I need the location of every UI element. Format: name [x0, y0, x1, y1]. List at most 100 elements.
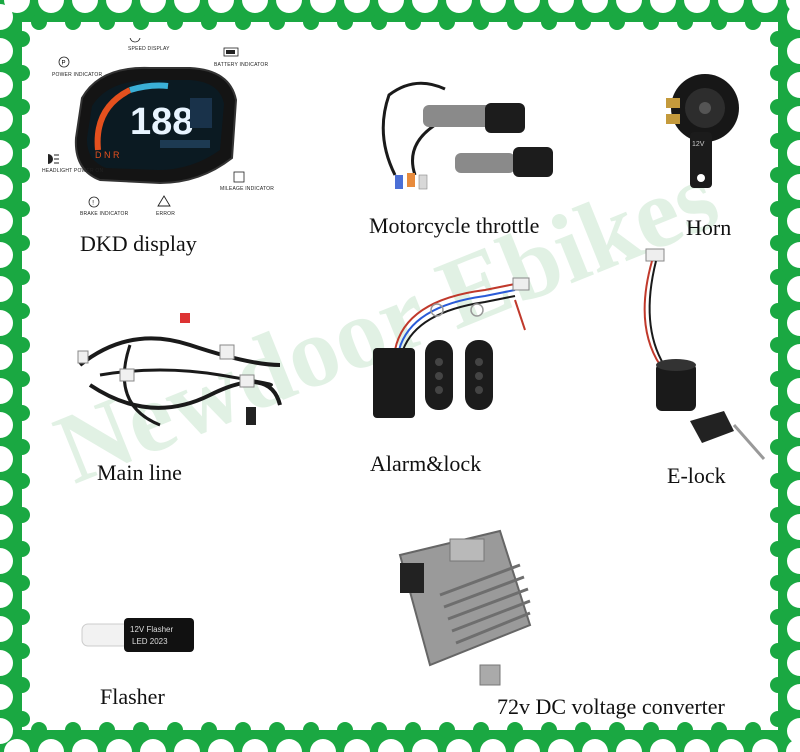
frame-inner-scallop — [770, 507, 786, 523]
frame-inner-scallop — [770, 167, 786, 183]
ignition-lock — [656, 363, 696, 411]
frame-inner-scallop — [14, 201, 30, 217]
frame-scallop — [0, 208, 13, 234]
frame-inner-scallop — [14, 235, 30, 251]
frame-scallop — [548, 0, 574, 13]
error-label: ERROR — [156, 211, 175, 217]
frame-scallop — [106, 739, 132, 752]
frame-scallop — [276, 739, 302, 752]
frame-scallop — [616, 0, 642, 13]
frame-scallop — [787, 548, 800, 574]
main-line-image — [77, 313, 282, 427]
throttle-grip-left — [423, 105, 493, 127]
frame-scallop — [787, 72, 800, 98]
brake-icon — [88, 196, 100, 208]
frame-inner-scallop — [770, 541, 786, 557]
frame-scallop — [140, 0, 166, 13]
frame-inner-scallop — [14, 31, 30, 47]
frame-scallop — [446, 739, 472, 752]
frame-scallop — [140, 739, 166, 752]
frame-inner-scallop — [507, 722, 523, 738]
frame-inner-scallop — [439, 722, 455, 738]
flasher-label-line2: LED 2023 — [132, 637, 168, 646]
frame-scallop — [787, 38, 800, 64]
battery-icon — [223, 47, 239, 57]
frame-inner-scallop — [541, 14, 557, 30]
caption-motorcycle-throttle: Motorcycle throttle — [369, 213, 540, 238]
frame-scallop — [310, 0, 336, 13]
frame-inner-scallop — [745, 722, 761, 738]
frame-scallop — [0, 412, 13, 438]
frame-scallop — [4, 739, 30, 752]
frame-inner-scallop — [14, 99, 30, 115]
odometer — [160, 140, 210, 148]
frame-inner-scallop — [643, 14, 659, 30]
frame-inner-scallop — [303, 14, 319, 30]
frame-scallop — [787, 140, 800, 166]
frame-scallop — [242, 739, 268, 752]
frame-scallop — [0, 276, 13, 302]
frame-scallop — [412, 739, 438, 752]
frame-inner-scallop — [643, 722, 659, 738]
frame-scallop — [787, 276, 800, 302]
frame-scallop — [0, 4, 13, 30]
headlight-label: HEADLIGHT POWER ON — [42, 168, 103, 174]
frame-scallop — [616, 739, 642, 752]
frame-scallop — [446, 0, 472, 13]
frame-inner-scallop — [770, 575, 786, 591]
frame-scallop — [0, 446, 13, 472]
frame-scallop — [582, 0, 608, 13]
throttle-grip-right — [455, 153, 515, 173]
headlight-icon — [48, 154, 59, 164]
frame-scallop — [242, 0, 268, 13]
frame-scallop — [0, 72, 13, 98]
frame-scallop — [38, 0, 64, 13]
horn-bracket — [690, 132, 712, 188]
frame-scallop — [718, 0, 744, 13]
flasher-label-line1: 12V Flasher — [130, 625, 173, 634]
speed-icon — [129, 38, 141, 43]
frame-inner-scallop — [405, 14, 421, 30]
frame-scallop — [0, 174, 13, 200]
frame-inner-scallop — [14, 65, 30, 81]
frame-scallop — [0, 616, 13, 642]
frame-scallop — [0, 582, 13, 608]
power-indicator-label: POWER INDICATOR — [52, 72, 103, 78]
mileage-label: MILEAGE INDICATOR — [220, 186, 274, 192]
frame-scallop — [0, 106, 13, 132]
frame-scallop — [787, 344, 800, 370]
frame-scallop — [0, 480, 13, 506]
frame-inner-scallop — [14, 439, 30, 455]
frame-scallop — [752, 739, 778, 752]
rpm-arc — [94, 82, 169, 151]
frame-scallop — [208, 739, 234, 752]
frame-inner-scallop — [303, 722, 319, 738]
frame-scallop — [787, 208, 800, 234]
frame-inner-scallop — [14, 303, 30, 319]
frame-inner-scallop — [575, 14, 591, 30]
gear-indicator: D N R — [95, 150, 120, 160]
frame-scallop — [787, 514, 800, 540]
frame-inner-scallop — [770, 235, 786, 251]
frame-inner-scallop — [770, 439, 786, 455]
caption-alarm-lock: Alarm&lock — [370, 451, 482, 476]
caption-horn: Horn — [686, 215, 732, 240]
frame-scallop — [0, 38, 13, 64]
frame-inner-scallop — [473, 722, 489, 738]
flasher-image: 12V Flasher LED 2023 — [81, 618, 194, 652]
frame-inner-scallop — [770, 473, 786, 489]
battery-bars — [190, 98, 212, 128]
frame-scallop — [38, 739, 64, 752]
speed-display-label: SPEED DISPLAY — [128, 46, 170, 52]
horn-image: 12V — [666, 74, 739, 188]
frame-inner-scallop — [201, 14, 217, 30]
caption-dc-converter: 72v DC voltage converter — [497, 694, 725, 719]
frame-scallop — [787, 4, 800, 30]
frame-inner-scallop — [541, 722, 557, 738]
frame-scallop — [0, 140, 13, 166]
frame-inner-scallop — [167, 14, 183, 30]
frame-inner-scallop — [770, 643, 786, 659]
frame-inner-scallop — [371, 722, 387, 738]
frame-inner-scallop — [235, 722, 251, 738]
